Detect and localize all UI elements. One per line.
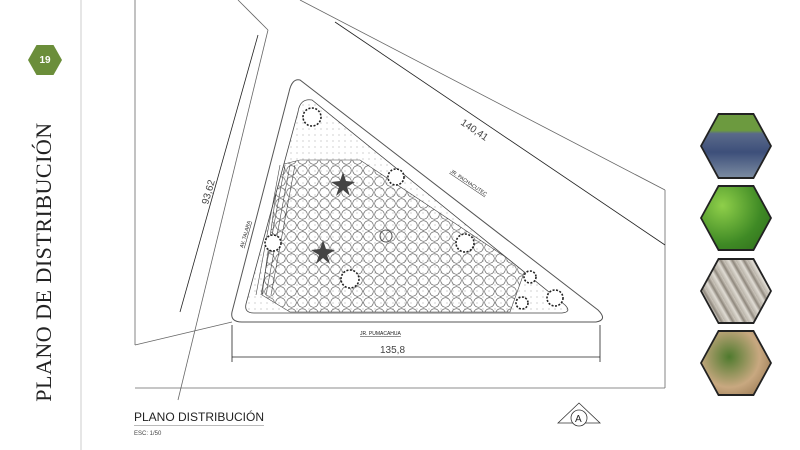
street-label-top: JR. PACHACUTEC [449,169,488,198]
slide-number-badge: 19 [28,45,62,75]
steps [255,164,296,296]
dimension-left: 93,62 [200,178,218,206]
street-label-bottom: JR. PUMACAHUA [360,331,402,337]
sidewalk-outline [231,79,603,323]
dimension-bottom: 135,8 [380,345,405,356]
trees [264,107,564,310]
street-label-left: AV. TALARA [239,220,253,249]
section-marker-label: A [575,414,582,425]
dimension-hypotenuse: 140,41 [458,117,490,143]
section-marker [557,402,601,427]
site-boundary-lines [134,0,666,401]
dimension-lines [179,21,666,362]
sidebar: 19 PLANO DE DISTRIBUCIÓN [0,0,82,450]
plan-title: PLANO DISTRIBUCIÓN [134,410,265,426]
star-planters [311,172,355,264]
central-fountain [379,229,393,243]
plan-scale: ESC: 1/50 [134,431,162,437]
